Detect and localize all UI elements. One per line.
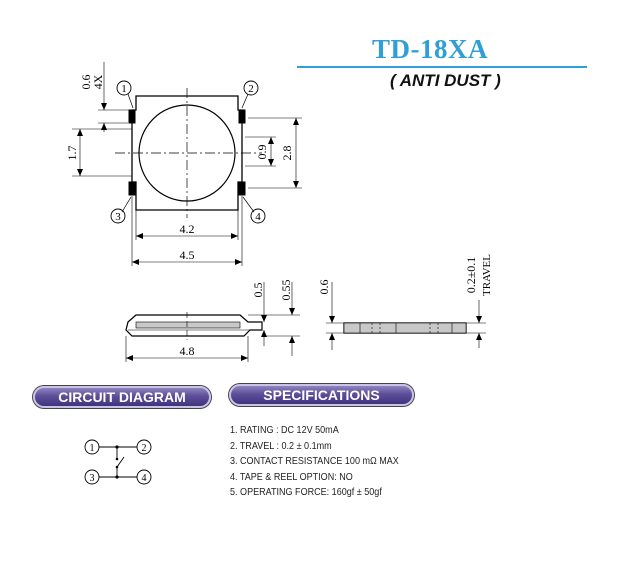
part-number-title: TD-18XA [372,34,488,64]
spec-item-rating: 1. RATING : DC 12V 50mA [230,424,339,436]
pin-4-label: 4 [255,211,261,223]
dim-4x: 4X [91,74,105,89]
terminal-1 [128,109,136,124]
terminal-3 [128,181,136,196]
pin-2-marker [243,80,259,96]
specifications-list: 1. RATING : DC 12V 50mA 2. TRAVEL : 0.2 … [230,423,426,501]
circuit-diagram-header: CIRCUIT DIAGRAM [33,386,211,408]
dim-travel-label: TRAVEL [481,254,493,296]
mechanical-drawing: 0.6 4X 1.7 0.9 2.8 4.2 4.5 4.8 0.5 0.55 … [65,62,493,362]
terminal-4 [238,181,246,196]
spec-item-travel: 2. TRAVEL : 0.2 ± 0.1mm [230,439,332,452]
dim-0-6-side: 0.6 [317,280,331,295]
switch-contact [116,456,125,468]
spec-item-contact-resistance: 3. CONTACT RESISTANCE 100 mΩ MAX [230,455,399,467]
dim-0-9: 0.9 [255,145,269,160]
dim-4-5: 4.5 [180,248,195,262]
spec-item-operating-force: 5. OPERATING FORCE: 160gf ± 50gf [230,486,382,498]
circuit-pin-1-label: 1 [90,443,95,454]
circuit-pin-4-label: 4 [142,473,147,484]
title-underline [297,66,587,68]
circuit-pin-3-label: 3 [90,473,95,484]
pin-4-marker [250,208,266,224]
pin-1-label: 1 [121,83,127,95]
pin-1-marker [116,80,132,96]
circuit-pin-2-label: 2 [142,443,147,454]
pin-3-marker [110,208,126,224]
pin-3-label: 3 [115,211,121,223]
dim-0-6-top: 0.6 [79,75,93,90]
terminal-2 [238,109,246,124]
specifications-header: SPECIFICATIONS [229,384,414,406]
dim-0-5: 0.5 [251,283,265,298]
dim-2-8: 2.8 [280,146,294,161]
subtitle: ( ANTI DUST ) [390,71,501,90]
dim-0-55: 0.55 [279,280,293,301]
spec-item-tape-reel: 4. TAPE & REEL OPTION: NO [230,470,353,483]
dim-1-7: 1.7 [65,146,79,161]
dim-4-8: 4.8 [180,344,195,358]
pin-2-label: 2 [248,83,254,95]
circuit-schematic: 1 2 3 4 [84,439,152,485]
side-view-body [125,314,263,337]
dim-travel-value: 0.2±0.1 [464,257,478,294]
dim-4-2: 4.2 [180,222,195,236]
